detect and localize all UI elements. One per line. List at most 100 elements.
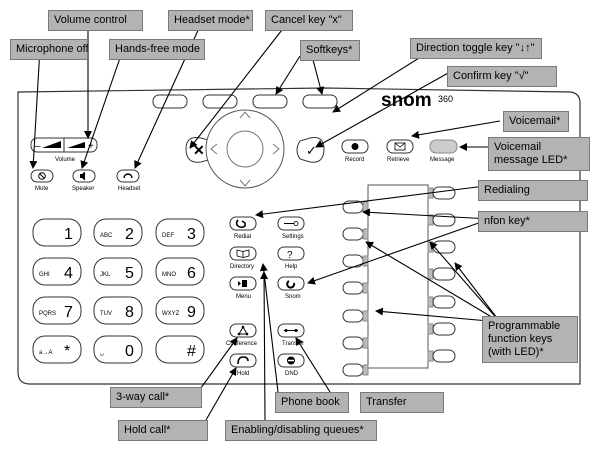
volume-rocker[interactable]: – + <box>30 137 98 153</box>
help-icon: ? <box>287 250 293 261</box>
callout-nfon-key: nfon key* <box>478 211 588 232</box>
cancel-x-icon: ✕ <box>193 142 205 158</box>
softkeys <box>152 94 338 109</box>
brand-logo: snom <box>381 90 432 111</box>
function-keys-left <box>342 200 369 377</box>
transfer-icon <box>284 329 298 332</box>
keypad-key-letters: TUV <box>100 311 112 317</box>
keypad-key-digit: 6 <box>187 265 196 282</box>
redial-label: Redial <box>234 234 251 240</box>
message-led <box>429 139 458 154</box>
speaker-icon <box>80 171 85 181</box>
callout-transfer: Transfer <box>360 392 444 413</box>
keypad-key-letters: ABC <box>100 233 113 239</box>
help-button[interactable] <box>277 246 305 261</box>
arrow-right-icon <box>272 143 280 155</box>
snom-button[interactable] <box>277 276 305 291</box>
callout-headset-mode: Headset mode* <box>168 10 253 31</box>
function-key-right-4[interactable] <box>427 267 456 281</box>
callout-confirm-key: Confirm key "√" <box>447 66 557 87</box>
function-keys-right <box>427 186 456 363</box>
callout-volume-control: Volume control <box>48 10 143 31</box>
record-label: Record <box>345 157 364 163</box>
function-key-left-4[interactable] <box>342 281 369 295</box>
function-key-left-7[interactable] <box>342 363 369 377</box>
function-key-right-5[interactable] <box>427 295 456 309</box>
keypad-key-4[interactable]: JKL 5 <box>93 257 143 286</box>
keypad-key-11[interactable]: # <box>155 335 205 364</box>
headset-label: Headset <box>118 186 141 192</box>
softkey-4[interactable] <box>302 94 338 109</box>
function-key-left-3[interactable] <box>342 254 369 268</box>
keypad-key-10[interactable]: ␣0 <box>93 335 143 364</box>
keypad-key-digit: * <box>64 343 70 360</box>
callout-redialing: Redialing <box>478 180 588 201</box>
function-key-right-3[interactable] <box>427 240 456 254</box>
keypad-key-letters: DEF <box>162 233 174 239</box>
mute-icon <box>38 172 46 180</box>
function-key-right-7[interactable] <box>427 349 456 363</box>
function-key-left-6[interactable] <box>342 336 369 350</box>
keypad-key-digit: 0 <box>125 343 134 360</box>
function-key-left-5[interactable] <box>342 309 369 323</box>
hold-label: Hold <box>237 371 249 377</box>
softkey-1[interactable] <box>152 94 188 109</box>
volume-label: Volume <box>55 157 76 163</box>
function-key-right-6[interactable] <box>427 322 456 336</box>
keypad-key-letters: JKL <box>100 272 111 278</box>
headset-button[interactable] <box>116 169 140 183</box>
keypad-key-digit: 4 <box>64 265 73 282</box>
direction-pad[interactable] <box>205 109 285 189</box>
envelope-icon <box>394 142 406 151</box>
conference-label: Conference <box>226 341 258 347</box>
keypad-key-3[interactable]: GHI 4 <box>32 257 82 286</box>
retrieve-label: Retrieve <box>387 157 410 163</box>
record-icon <box>351 143 359 150</box>
keypad-key-0[interactable]: 1 <box>32 218 82 247</box>
confirm-check-icon: ✓ <box>306 143 317 158</box>
directory-label: Directory <box>230 264 254 270</box>
keypad-key-letters: WXYZ <box>162 311 180 317</box>
transfer-label: Transfer <box>282 341 304 347</box>
menu-label: Menu <box>236 294 251 300</box>
brand-model: 360 <box>438 94 453 104</box>
mute-label: Mute <box>35 186 49 192</box>
arrow-up-icon <box>239 111 251 119</box>
conference-icon <box>238 325 248 335</box>
arrow-down-icon <box>239 179 251 187</box>
function-key-left-1[interactable] <box>342 200 369 214</box>
keypad-key-2[interactable]: DEF 3 <box>155 218 205 247</box>
headset-icon <box>123 173 133 179</box>
function-key-left-2[interactable] <box>342 227 369 241</box>
softkey-3[interactable] <box>252 94 288 109</box>
help-label: Help <box>285 264 298 270</box>
callout-microphone-off: Microphone off <box>10 39 89 60</box>
dnd-label: DND <box>285 371 299 377</box>
keypad-key-digit: 3 <box>187 226 196 243</box>
keypad-key-letters: MNO <box>162 272 176 278</box>
hold-button[interactable] <box>229 353 257 368</box>
keypad-key-digit: 5 <box>125 265 134 282</box>
keypad-key-letters: GHI <box>39 272 50 278</box>
callout-programmable-keys: Programmable function keys (with LED)* <box>482 316 578 363</box>
redial-button[interactable] <box>229 216 257 231</box>
settings-label: Settings <box>282 234 304 240</box>
conference-button[interactable] <box>229 323 257 338</box>
dnd-icon <box>287 356 295 365</box>
callout-softkeys: Softkeys* <box>300 40 360 61</box>
speaker-label: Speaker <box>72 186 94 192</box>
message-label: Message <box>430 157 455 163</box>
menu-icon <box>238 280 247 287</box>
redial-icon <box>235 219 246 229</box>
book-icon <box>236 249 250 259</box>
keypad-key-5[interactable]: MNO 6 <box>155 257 205 286</box>
callout-hands-free-mode: Hands-free mode <box>109 39 205 60</box>
softkey-2[interactable] <box>202 94 238 109</box>
keypad-key-9[interactable]: a→A* <box>32 335 82 364</box>
callout-hold-call: Hold call* <box>118 420 208 441</box>
callout-queues: Enabling/disabling queues* <box>225 420 377 441</box>
